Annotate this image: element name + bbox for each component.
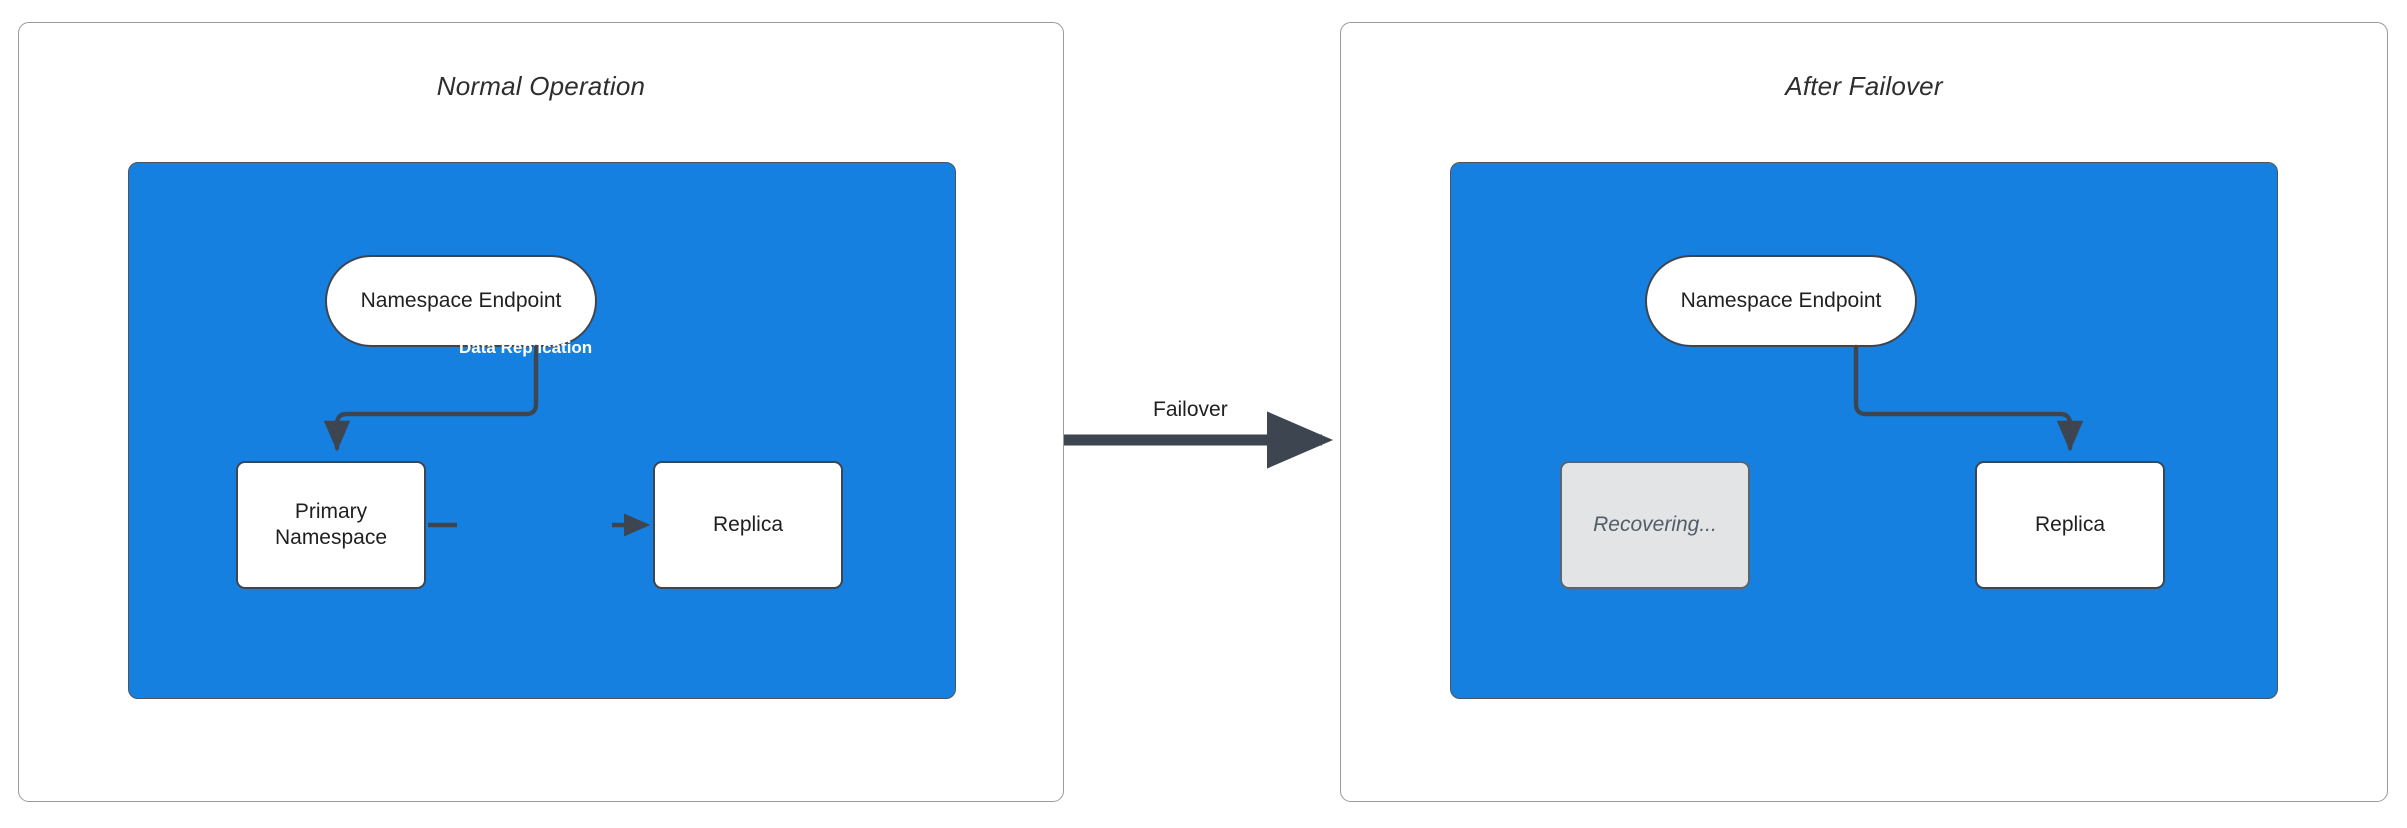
node-recovering[interactable]: Recovering...: [1560, 461, 1750, 589]
panel-title-normal-operation: Normal Operation: [436, 71, 646, 101]
node-replica-right[interactable]: Replica: [1975, 461, 2165, 589]
node-label-replica-right: Replica: [2034, 513, 2106, 537]
node-namespace-endpoint-left[interactable]: Namespace Endpoint: [325, 255, 597, 347]
transition-label-failover: Failover: [1153, 398, 1228, 421]
node-label-namespace-endpoint-right: Namespace Endpoint: [1680, 289, 1882, 313]
node-namespace-endpoint-right[interactable]: Namespace Endpoint: [1645, 255, 1917, 347]
cluster-after-failover: [1450, 162, 2278, 699]
node-label-primary-namespace: Primary Namespace: [274, 500, 388, 549]
node-primary-namespace[interactable]: Primary Namespace: [236, 461, 426, 589]
panel-title-after-failover: After Failover: [1785, 71, 1943, 101]
edge-label-data-replication: Data Replication: [459, 338, 593, 357]
node-replica-left[interactable]: Replica: [653, 461, 843, 589]
node-label-recovering: Recovering...: [1593, 513, 1717, 537]
node-label-namespace-endpoint-left: Namespace Endpoint: [360, 289, 562, 313]
cluster-normal-operation: [128, 162, 956, 699]
node-label-replica-left: Replica: [712, 513, 784, 537]
